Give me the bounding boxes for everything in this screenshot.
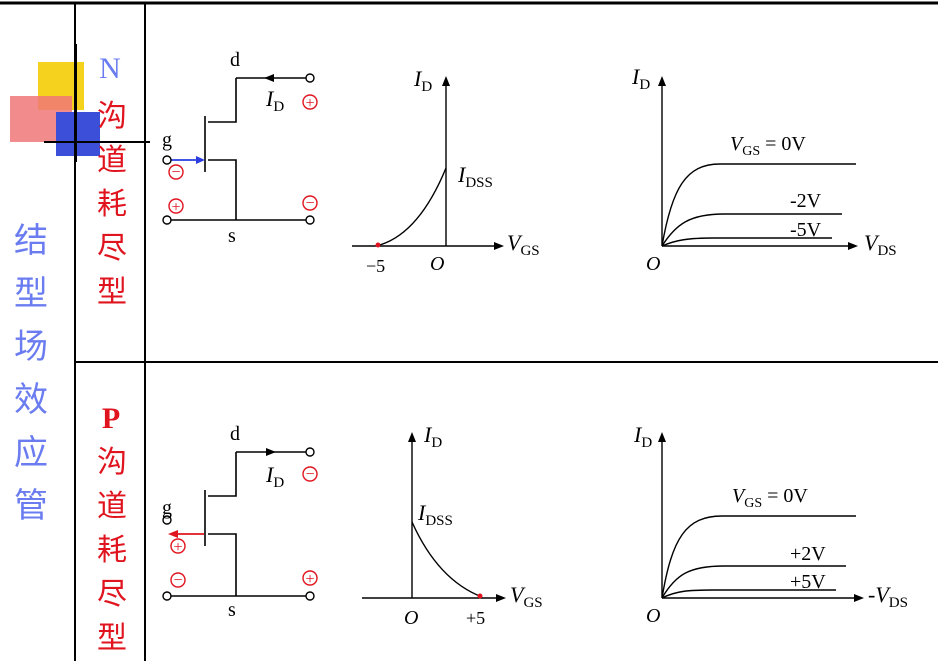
type-label-n: N 沟 道 耗 尽 型 xyxy=(97,52,127,310)
channel-letter: N xyxy=(99,52,121,85)
polarity-sign: + xyxy=(171,199,180,216)
idss-label: IDSS xyxy=(457,162,493,191)
decorative-logo xyxy=(10,44,150,162)
output-chart-n: ID VDS O VGS = 0V -2V -5V xyxy=(631,64,897,275)
output-chart-p: ID -VDS O VGS = 0V +2V +5V xyxy=(633,422,908,627)
type-char: 型 xyxy=(97,275,127,310)
polarity-sign: + xyxy=(305,95,314,112)
y-axis-label: ID xyxy=(413,66,432,95)
side-title-char: 结 xyxy=(14,221,48,261)
side-title: 结 型 场 效 应 管 xyxy=(14,221,48,526)
cutoff-tick: +5 xyxy=(466,608,485,628)
type-char: 沟 xyxy=(97,445,127,480)
origin-label: O xyxy=(404,607,418,629)
y-axis-label: ID xyxy=(633,422,652,451)
x-axis-label: VGS xyxy=(507,230,540,259)
row-p-channel: P 沟 道 耗 尽 型 d g s ID − xyxy=(97,402,908,656)
origin-label: O xyxy=(646,253,660,275)
origin-label: O xyxy=(430,253,444,275)
source-label: s xyxy=(228,599,236,621)
curve-label: +5V xyxy=(790,571,826,593)
cutoff-tick: −5 xyxy=(366,256,385,276)
polarity-sign: − xyxy=(305,466,314,483)
y-axis-label: ID xyxy=(423,422,442,451)
circuit-n: d g s ID + − + − xyxy=(162,49,318,247)
source-label: s xyxy=(228,225,236,247)
idss-label: IDSS xyxy=(417,500,453,529)
drain-label: d xyxy=(230,49,240,71)
gate-label: g xyxy=(162,129,172,151)
curve-label: VGS = 0V xyxy=(730,133,806,159)
type-char: 道 xyxy=(97,143,127,178)
type-char: 沟 xyxy=(97,99,127,134)
x-axis-label: -VDS xyxy=(868,582,908,611)
x-axis-label: VGS xyxy=(510,582,543,611)
circuit-p: d g s ID − + − + xyxy=(162,423,318,621)
polarity-sign: + xyxy=(305,571,314,588)
side-title-char: 管 xyxy=(14,486,48,526)
curve-label: -2V xyxy=(790,190,822,212)
drain-label: d xyxy=(230,423,240,445)
type-char: 耗 xyxy=(97,533,127,568)
type-char: 道 xyxy=(97,489,127,524)
y-axis-label: ID xyxy=(631,64,650,93)
polarity-sign: − xyxy=(173,572,182,589)
transfer-chart-n: ID VGS IDSS O −5 xyxy=(352,66,540,276)
type-char: 尽 xyxy=(97,577,127,612)
side-title-char: 效 xyxy=(14,380,48,420)
polarity-sign: − xyxy=(305,195,314,212)
type-char: 耗 xyxy=(97,187,127,222)
transfer-chart-p: ID VGS IDSS O +5 xyxy=(362,422,543,629)
type-label-p: P 沟 道 耗 尽 型 xyxy=(97,402,127,656)
curve-label: VGS = 0V xyxy=(732,485,808,511)
polarity-sign: − xyxy=(171,164,180,181)
type-char: 型 xyxy=(97,621,127,656)
origin-label: O xyxy=(646,605,660,627)
side-title-char: 型 xyxy=(14,274,48,314)
row-n-channel: N 沟 道 耗 尽 型 d g s ID + xyxy=(97,49,897,310)
side-title-char: 场 xyxy=(14,327,48,367)
x-axis-label: VDS xyxy=(864,230,897,259)
curve-label: +2V xyxy=(790,543,826,565)
channel-letter: P xyxy=(102,402,120,435)
current-label: ID xyxy=(265,462,284,491)
curve-label: -5V xyxy=(790,219,822,241)
polarity-sign: + xyxy=(173,539,182,556)
side-title-char: 应 xyxy=(14,433,48,473)
current-label: ID xyxy=(265,86,284,115)
type-char: 尽 xyxy=(97,231,127,266)
gate-label: g xyxy=(162,497,172,519)
